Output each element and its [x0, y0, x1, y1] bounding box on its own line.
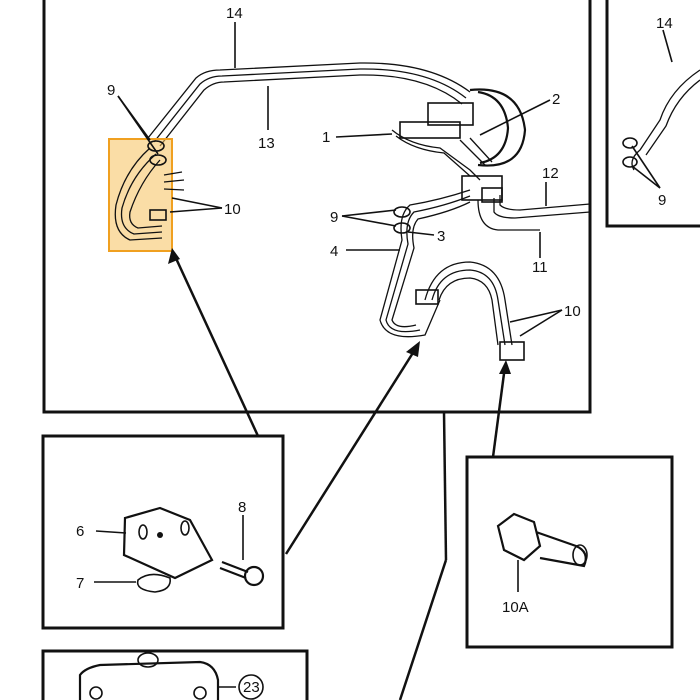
label-13: 13	[258, 135, 275, 152]
bolt-drawing	[496, 512, 588, 592]
label-3: 3	[437, 228, 445, 245]
right-label-9: 9	[658, 192, 666, 209]
label-2: 2	[552, 91, 560, 108]
label-9-right: 9	[330, 209, 338, 226]
label-4: 4	[330, 243, 338, 260]
bracket-inset-frame	[41, 434, 285, 630]
bolt-inset-frame	[465, 455, 674, 649]
label-6: 6	[76, 523, 84, 540]
label-1: 1	[322, 129, 330, 146]
connector-arrows	[168, 248, 511, 700]
right-view-pipes	[622, 69, 700, 171]
label-11: 11	[532, 259, 548, 276]
label-10A: 10A	[502, 599, 529, 616]
label-23: 23	[243, 679, 260, 696]
label-7: 7	[76, 575, 84, 592]
bottom-inset-drawing	[78, 652, 264, 700]
bracket-drawing	[94, 506, 265, 593]
right-view-frame	[605, 0, 700, 228]
master-cylinder	[391, 88, 527, 203]
label-10-left: 10	[224, 201, 241, 218]
label-12: 12	[542, 165, 559, 182]
left-pipe-cluster	[114, 140, 185, 241]
pipe-run-13-14	[147, 62, 471, 147]
pipe-run-11-12	[477, 195, 591, 231]
label-14: 14	[226, 5, 243, 22]
pipe-run-10-right	[415, 261, 525, 361]
label-9-left: 9	[107, 82, 115, 99]
label-10-right: 10	[564, 303, 581, 320]
leader-lines	[117, 22, 673, 337]
right-label-14: 14	[656, 15, 673, 32]
bottom-inset-frame	[41, 649, 309, 700]
main-view-frame	[42, 0, 592, 414]
label-8: 8	[238, 499, 246, 516]
